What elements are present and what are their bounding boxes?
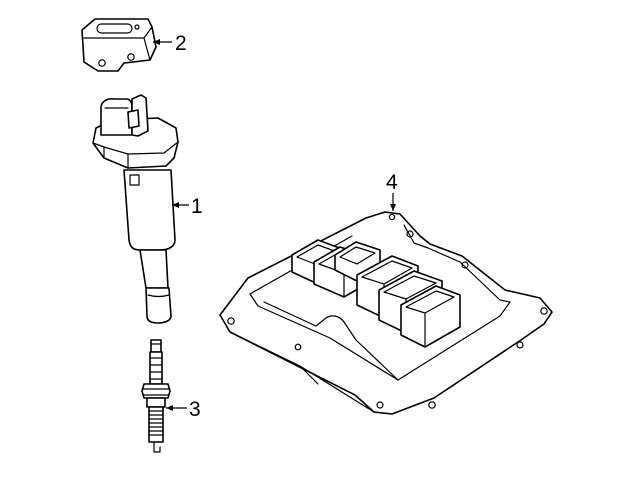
bracket-icon bbox=[81, 18, 157, 72]
engine-control-module-icon bbox=[219, 211, 553, 415]
ignition-coil-icon bbox=[92, 94, 179, 324]
spark-plug-icon bbox=[141, 339, 171, 453]
callout-4-number: 4 bbox=[386, 171, 398, 194]
callout-3-number: 3 bbox=[189, 398, 201, 421]
ecu-connector-6 bbox=[400, 285, 461, 348]
callout-1-number: 1 bbox=[191, 195, 203, 218]
callout-2-number: 2 bbox=[175, 32, 187, 55]
